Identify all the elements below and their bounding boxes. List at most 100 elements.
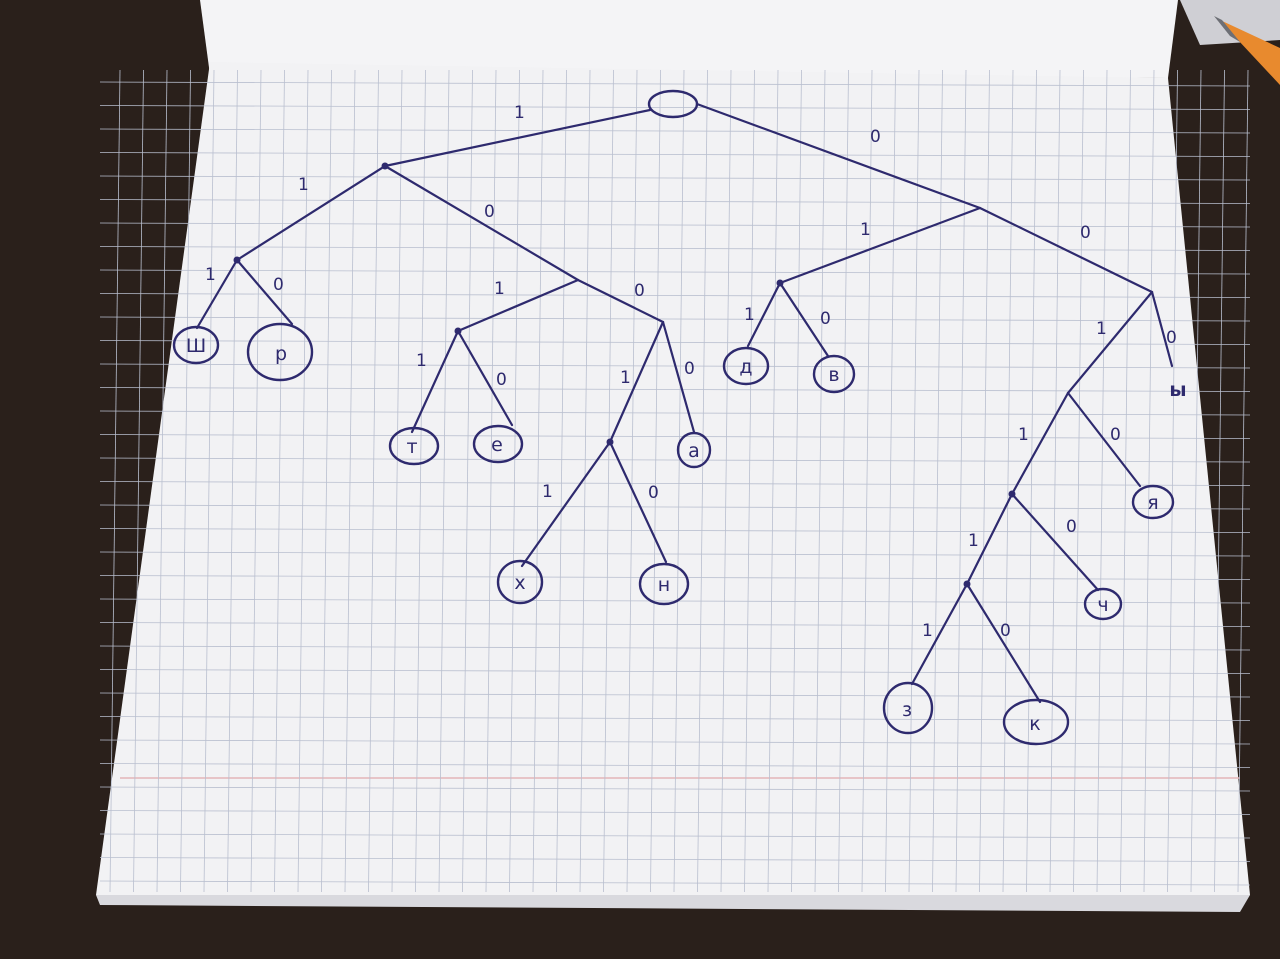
bit-b-i: 0 bbox=[1080, 223, 1091, 243]
bit-f-a: 0 bbox=[684, 359, 695, 379]
grid-vertical-line bbox=[485, 69, 497, 893]
node-dot-k bbox=[1008, 490, 1016, 498]
edge-c-r bbox=[235, 258, 294, 326]
bit-i-j: 1 bbox=[1096, 319, 1107, 339]
leaf-k-label: к bbox=[1029, 713, 1040, 735]
grid-vertical-line bbox=[556, 69, 567, 893]
edge-a-c bbox=[235, 164, 387, 262]
root-node bbox=[647, 89, 699, 119]
leaf-sh-label: Ш bbox=[186, 335, 206, 357]
grid-vertical-line bbox=[180, 69, 191, 893]
grid-vertical-line bbox=[321, 69, 332, 893]
edge-l-z bbox=[910, 582, 969, 686]
grid-horizontal-line bbox=[99, 434, 1251, 439]
leaf-z-label: з bbox=[902, 699, 912, 721]
grid-vertical-line bbox=[908, 69, 920, 893]
grid-horizontal-line bbox=[99, 410, 1251, 416]
grid-vertical-line bbox=[767, 69, 779, 893]
leaf-t-label: т bbox=[406, 436, 417, 458]
leaf-ch-circle bbox=[1083, 587, 1123, 621]
edge-k-l bbox=[965, 492, 1014, 586]
bit-h-d: 1 bbox=[744, 305, 755, 325]
edge-a-d bbox=[383, 164, 580, 282]
leaf-e-circle bbox=[472, 424, 524, 464]
grid-horizontal-line bbox=[99, 293, 1251, 298]
grid-horizontal-line bbox=[99, 645, 1251, 651]
pen bbox=[1214, 16, 1280, 85]
node-dot-a bbox=[381, 162, 389, 170]
edge-j-ya bbox=[1066, 391, 1142, 488]
grid-horizontal-line bbox=[99, 575, 1251, 580]
edge-c-sh bbox=[195, 258, 239, 330]
grid-horizontal-line bbox=[99, 175, 1251, 181]
bit-d-f: 0 bbox=[634, 281, 645, 301]
grid-vertical-line bbox=[673, 69, 685, 893]
grid-horizontal-line bbox=[99, 128, 1251, 134]
edge-h-v bbox=[778, 281, 830, 358]
notebook-top-page bbox=[200, 0, 1178, 78]
grid-vertical-line bbox=[650, 69, 661, 893]
page-edge-shadow bbox=[96, 895, 1250, 912]
grid-horizontal-line bbox=[99, 669, 1251, 674]
grid-vertical-line bbox=[814, 69, 826, 893]
edge-g-n bbox=[608, 440, 668, 564]
grid-horizontal-line bbox=[99, 152, 1251, 157]
bit-j-k: 1 bbox=[1018, 425, 1029, 445]
edge-e-e bbox=[456, 329, 514, 427]
node-dot-h bbox=[776, 279, 784, 287]
grid-vertical-line bbox=[462, 69, 473, 893]
edge-g-x bbox=[520, 440, 612, 568]
grid-vertical-line bbox=[156, 69, 168, 893]
grid-horizontal-line bbox=[99, 833, 1251, 839]
grid-horizontal-line bbox=[99, 199, 1251, 204]
grid-horizontal-line bbox=[99, 457, 1251, 463]
grid-horizontal-line bbox=[99, 810, 1251, 815]
edge-e-t bbox=[410, 329, 460, 434]
notebook-page bbox=[96, 62, 1250, 895]
leaf-r-label: р bbox=[275, 343, 287, 365]
edge-f-g bbox=[608, 320, 665, 444]
edge-i-y bbox=[1150, 290, 1174, 368]
bit-l-z: 1 bbox=[922, 621, 933, 641]
bit-b-h: 1 bbox=[860, 220, 871, 240]
grid-vertical-line bbox=[1073, 69, 1084, 893]
grid-horizontal-line bbox=[99, 739, 1251, 745]
node-dot-c bbox=[233, 256, 241, 264]
leaf-z-circle bbox=[882, 681, 934, 735]
edge-j-k bbox=[1010, 391, 1070, 496]
node-dot-l bbox=[963, 580, 971, 588]
leaf-r-circle bbox=[246, 322, 314, 382]
desk-edge bbox=[1180, 0, 1280, 45]
leaf-y-label: ы bbox=[1169, 379, 1186, 401]
edge-bit-labels: 1 0 1 0 1 0 1 0 1 0 1 0 1 0 1 0 1 0 1 0 … bbox=[205, 103, 1177, 641]
grid-vertical-line bbox=[603, 69, 614, 893]
grid-vertical-line bbox=[932, 69, 943, 893]
leaf-d-circle bbox=[722, 346, 770, 386]
leaf-nodes bbox=[172, 89, 1175, 746]
leaf-ya-label: я bbox=[1147, 492, 1158, 514]
grid-vertical-line bbox=[720, 69, 732, 893]
leaf-v-label: в bbox=[828, 364, 839, 386]
grid-horizontal-line bbox=[99, 387, 1251, 392]
bit-k-ch: 0 bbox=[1066, 517, 1077, 537]
bit-c-r: 0 bbox=[273, 275, 284, 295]
grid-horizontal-line bbox=[99, 269, 1251, 275]
grid-vertical-line bbox=[274, 69, 285, 893]
grid-vertical-line bbox=[1214, 69, 1225, 893]
edge-l-k bbox=[965, 582, 1042, 704]
grid-vertical-line bbox=[509, 69, 520, 893]
grid-horizontal-line bbox=[99, 622, 1251, 627]
grid-vertical-line bbox=[250, 69, 262, 893]
grid-horizontal-line bbox=[99, 880, 1251, 886]
leaf-sh-circle bbox=[172, 325, 220, 365]
bit-f-g: 1 bbox=[620, 368, 631, 388]
leaf-a-label: а bbox=[688, 440, 700, 462]
bit-h-v: 0 bbox=[820, 309, 831, 329]
grid-vertical-line bbox=[1237, 69, 1249, 893]
leaf-t-circle bbox=[388, 426, 440, 466]
internal-nodes bbox=[233, 162, 1016, 588]
grid-vertical-line bbox=[626, 69, 638, 893]
grid-vertical-line bbox=[1143, 69, 1155, 893]
bit-d-e: 1 bbox=[494, 279, 505, 299]
